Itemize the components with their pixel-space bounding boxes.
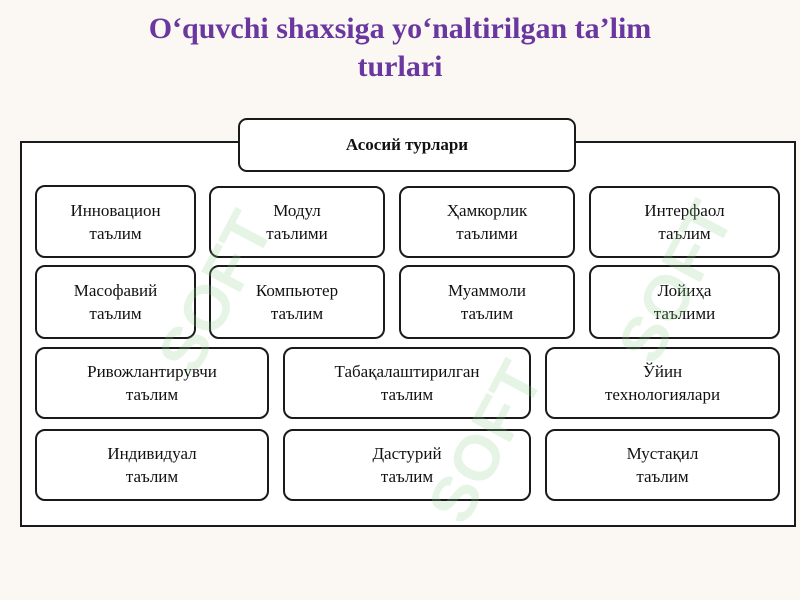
diagram-header-box: Асосий турлари xyxy=(238,118,576,172)
box-line-1: Ривожлантирувчи xyxy=(87,362,217,381)
type-box-innovatsion: Инновацион таълим xyxy=(35,185,196,258)
title-line-1: O‘quvchi shaxsiga yo‘naltirilgan ta’lim xyxy=(148,12,652,45)
box-line-1: Мустақил xyxy=(626,444,699,463)
type-box-kompyuter: Компьютер таълим xyxy=(209,265,385,339)
box-line-2: таълим xyxy=(89,223,142,243)
box-line-1: Ҳамкорлик xyxy=(446,201,528,220)
box-line-2: таълим xyxy=(125,467,179,486)
type-box-tabaqalashtirilgan: Табақалаштирилган таълим xyxy=(283,347,531,419)
box-line-2: таълим xyxy=(125,385,179,404)
type-box-loyiha: Лойиҳа таълими xyxy=(589,265,780,339)
box-line-2: таълими xyxy=(653,304,716,323)
box-line-1: Интерфаол xyxy=(644,201,725,220)
box-line-1: Муаммоли xyxy=(448,281,526,300)
box-line-2: таълим xyxy=(270,304,324,323)
type-box-individual: Индивидуал таълим xyxy=(35,429,269,501)
box-line-1: Ўйин xyxy=(642,362,683,381)
type-box-oyin: Ўйин технологиялари xyxy=(545,347,780,419)
type-box-mustaqil: Мустақил таълим xyxy=(545,429,780,501)
box-line-1: Лойиҳа xyxy=(657,281,712,300)
box-line-2: таълим xyxy=(460,304,514,323)
box-line-2: таълими xyxy=(456,224,518,243)
box-line-1: Инновацион xyxy=(70,200,161,220)
box-line-2: технологиялари xyxy=(604,385,721,404)
page-title: O‘quvchi shaxsiga yo‘naltirilgan ta’lim … xyxy=(40,10,760,86)
box-line-1: Дастурий xyxy=(372,444,442,463)
type-box-modul: Модул таълими xyxy=(209,186,385,258)
type-box-hamkorlik: Ҳамкорлик таълими xyxy=(399,186,575,258)
box-line-2: таълим xyxy=(380,385,434,404)
box-line-2: таълим xyxy=(636,467,689,486)
title-line-2: turlari xyxy=(357,50,443,83)
type-box-masofaviy: Масофавий таълим xyxy=(35,265,196,339)
box-line-1: Табақалаштирилган xyxy=(334,362,480,381)
box-line-1: Масофавий xyxy=(73,281,158,300)
box-line-2: таълим xyxy=(89,304,142,323)
diagram-header-label: Асосий турлари xyxy=(345,135,469,154)
type-box-dasturiy: Дастурий таълим xyxy=(283,429,531,501)
box-line-1: Компьютер xyxy=(255,281,339,300)
type-box-rivojlantiruvchi: Ривожлантирувчи таълим xyxy=(35,347,269,419)
box-line-1: Модул xyxy=(273,201,321,220)
box-line-1: Индивидуал xyxy=(107,444,197,463)
type-box-muammoli: Муаммоли таълим xyxy=(399,265,575,339)
box-line-2: таълими xyxy=(266,224,328,243)
type-box-interfaol: Интерфаол таълим xyxy=(589,186,780,258)
box-line-2: таълим xyxy=(658,224,711,243)
box-line-2: таълим xyxy=(380,467,434,486)
